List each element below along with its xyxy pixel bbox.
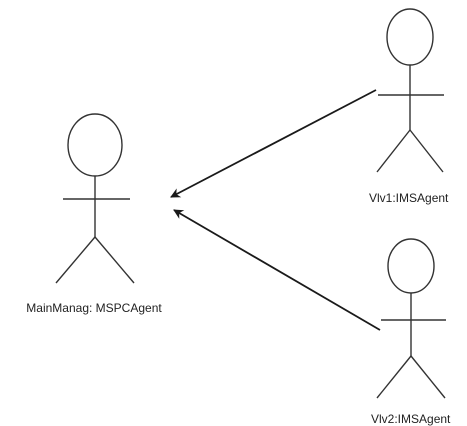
actor-vlv2-head: [387, 238, 435, 294]
actor-vlv2: Vlv2:IMSAgent: [371, 238, 451, 426]
actor-vlv1-head: [386, 8, 434, 66]
actor-vlv2-label: Vlv2:IMSAgent: [371, 412, 451, 426]
actor-vlv1: Vlv1:IMSAgent: [369, 8, 449, 205]
actor-main-label: MainManag: MSPCAgent: [26, 301, 162, 315]
arrow-vlv2-to-main: [173, 209, 381, 331]
arrow-vlv1-to-main: [170, 89, 377, 198]
actor-vlv1-right-leg: [409, 129, 444, 173]
actor-vlv1-left-leg: [376, 129, 411, 173]
actor-main-head: [67, 113, 123, 177]
actor-main-left-leg: [55, 236, 96, 284]
actor-main: MainManag: MSPCAgent: [26, 113, 162, 315]
actor-main-right-leg: [94, 236, 135, 284]
actor-vlv2-right-leg: [410, 355, 446, 399]
actor-vlv1-label: Vlv1:IMSAgent: [369, 191, 449, 205]
actor-vlv2-left-leg: [376, 355, 412, 399]
